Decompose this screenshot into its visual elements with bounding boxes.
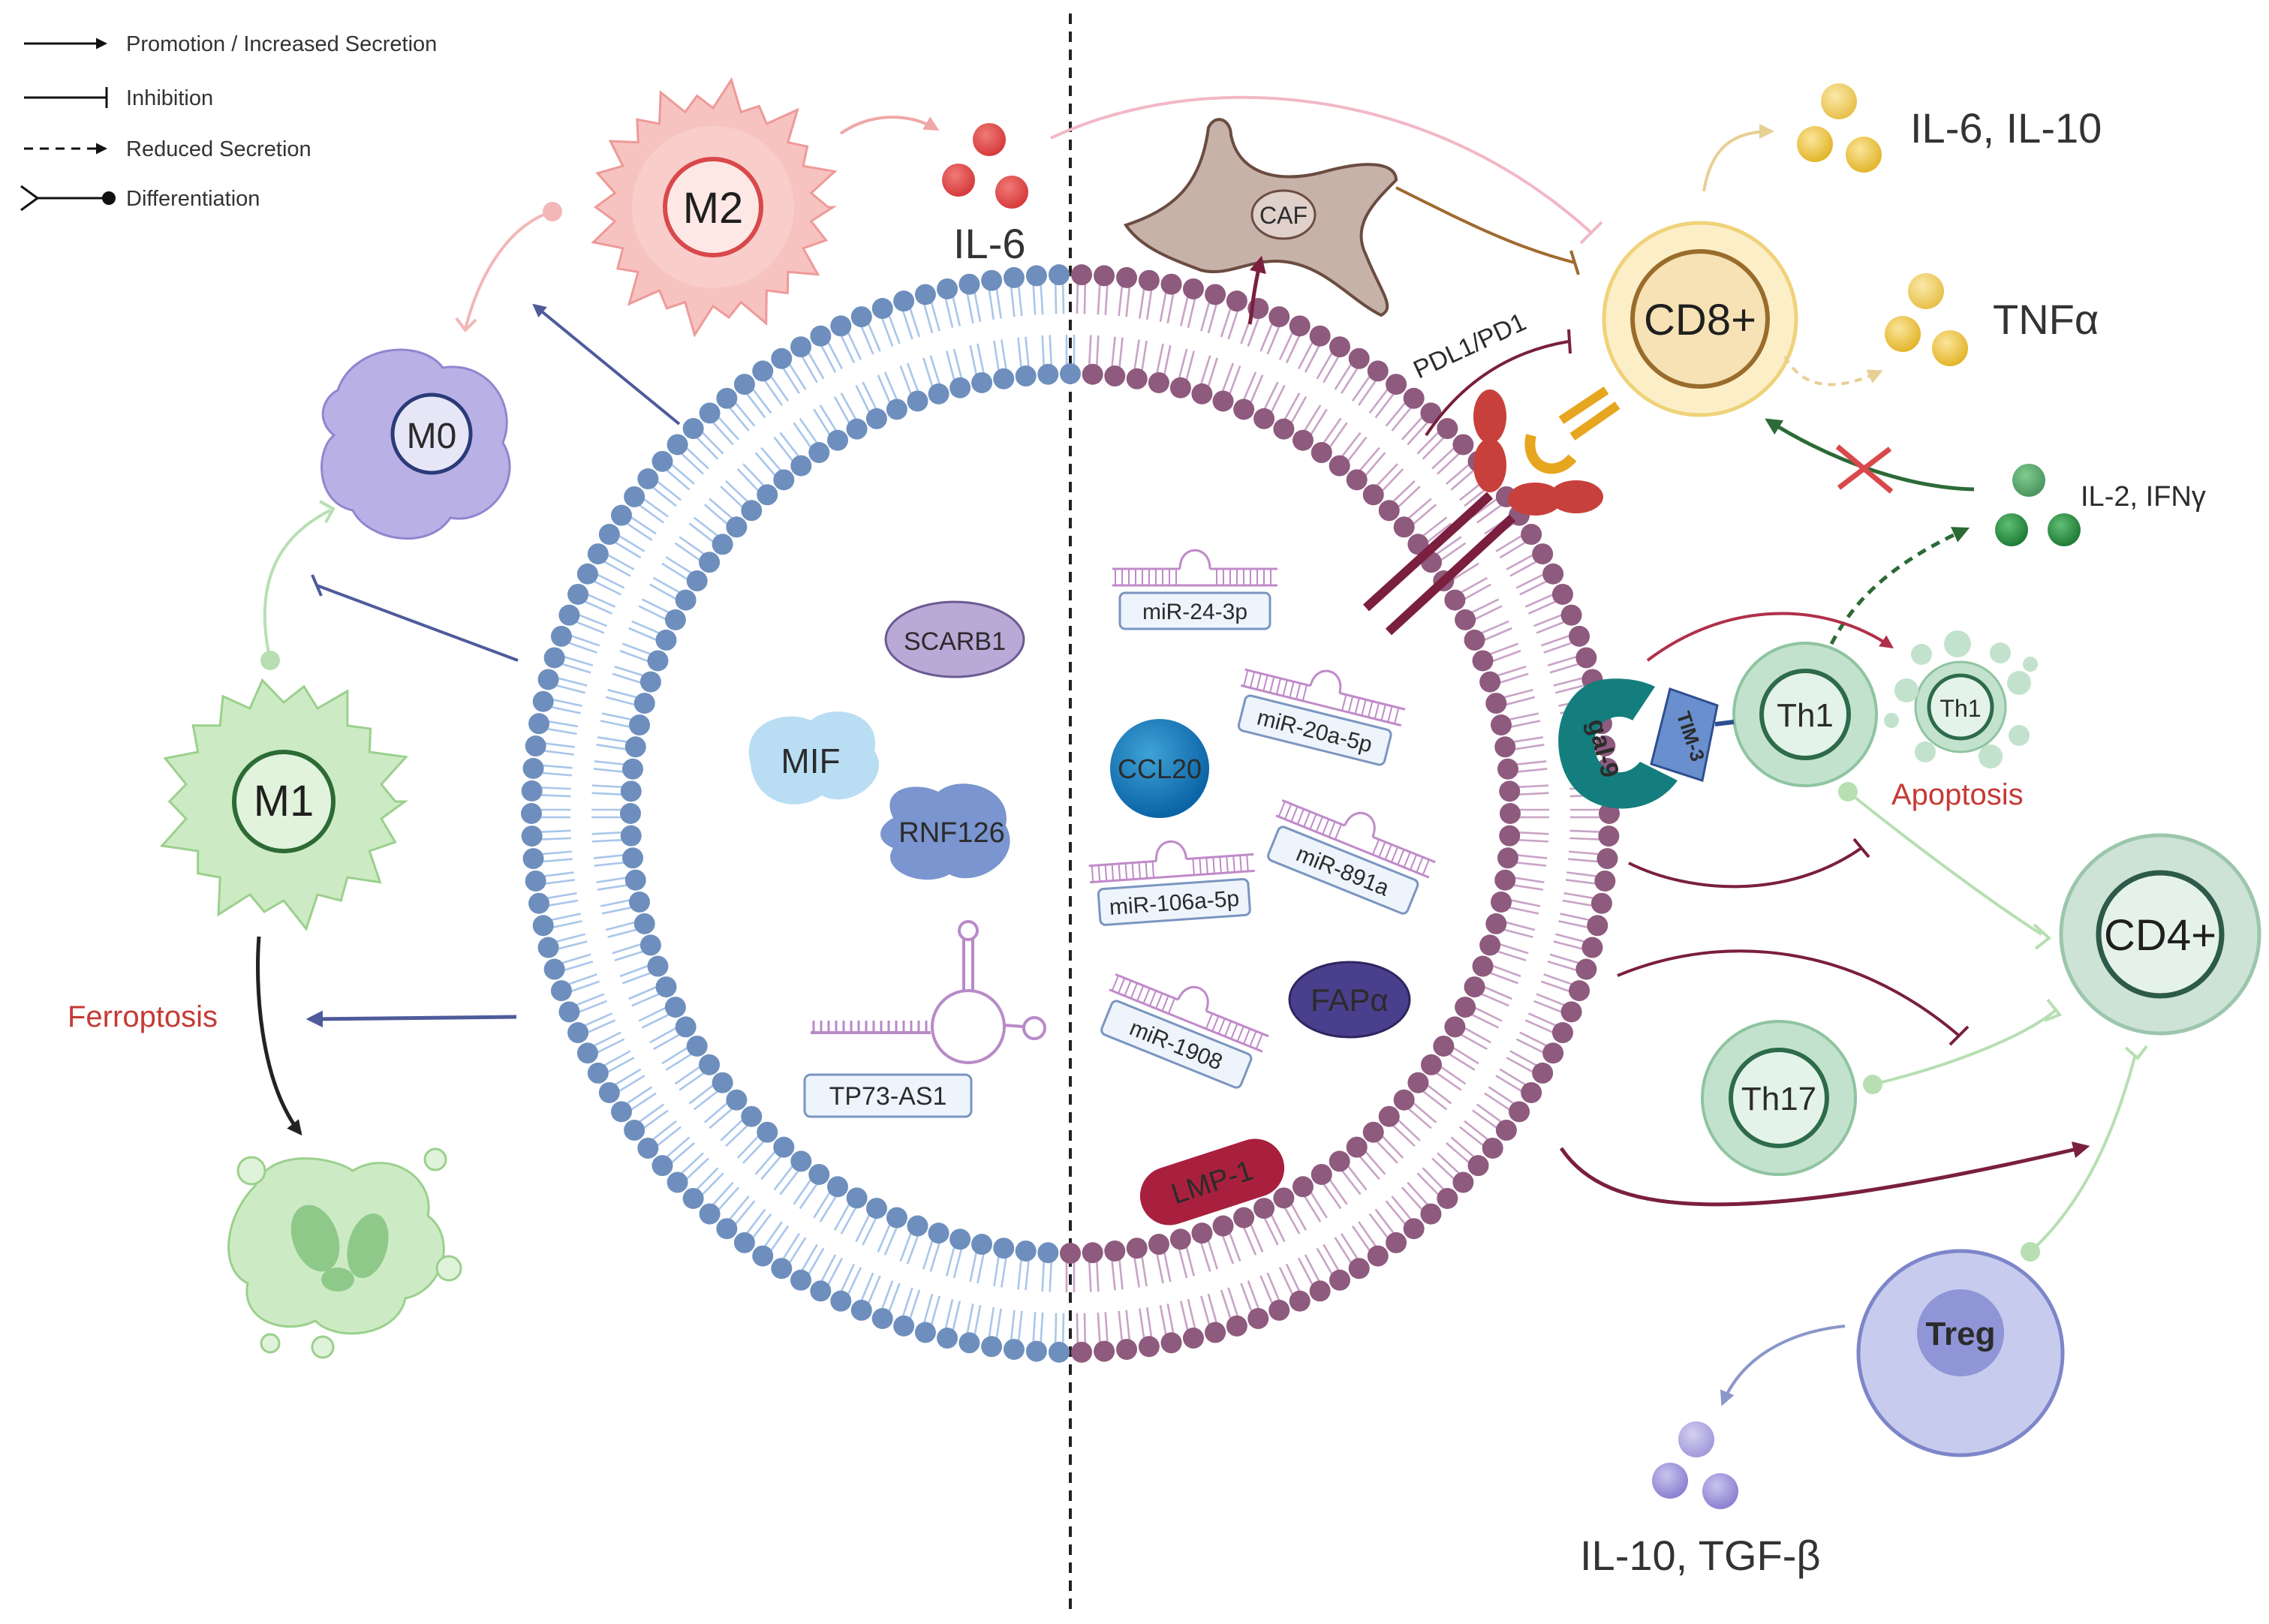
tnfa-dots [1885,273,1968,366]
ferroptotic-cell [227,1147,462,1359]
th1-label: Th1 [1777,697,1834,734]
m1-macrophage: M1 [159,678,409,931]
cargo-mir-891a: miR-891a [1267,799,1436,915]
apoptotic-th1-label: Th1 [1939,695,1981,722]
ccl20-label: CCL20 [1118,753,1202,784]
tp73-label: TP73-AS1 [829,1082,947,1111]
legend: Promotion / Increased Secretion Inhibiti… [20,32,437,212]
th17-label: Th17 [1741,1081,1816,1117]
inhibit-pdl1-to-cd8 [1425,340,1569,437]
inhibit-il6-to-cd8 [1050,95,1593,234]
arrow-gal9-to-apoptosis [1646,612,1894,662]
cd8-label: CD8+ [1644,296,1756,344]
apoptosis-label: Apoptosis [1891,778,2024,811]
cargo-mif: MIF [748,711,879,804]
th17-cell: Th17 [1701,1020,1857,1176]
fapa-label: FAPα [1311,982,1389,1018]
apoptotic-th1-cell: Th1 [1884,630,2038,768]
arrow-m2-to-il6 [839,116,940,135]
arrow-exosome-to-ferroptosis [305,1010,517,1028]
il6-left-label: IL-6 [953,220,1026,267]
cargo-lmp1: LMP-1 [1139,1138,1285,1226]
caf-label: CAF [1259,202,1308,229]
cargo-fapa: FAPα [1288,961,1411,1039]
arrow-cd8-to-il6-il10 [1702,124,1774,192]
cd4-label: CD4+ [2104,911,2216,960]
arrow-m1-to-ferroptosis [256,936,302,1136]
m0-macrophage: M0 [320,348,511,540]
il6-dots [942,123,1028,209]
pd1-receptor [1524,386,1620,474]
arrow-treg-to-il10-tgfb [1720,1325,1846,1406]
caf-cell: CAF [1123,118,1398,317]
il10-tgfb-label: IL-10, TGF-β [1580,1532,1821,1579]
il10-tgfb-dots [1652,1421,1738,1509]
mir24-label: miR-24-3p [1142,600,1247,624]
arrow-exosome-to-treg [1559,1141,2090,1207]
membrane-heads-left [521,264,1081,1363]
il2-ifng-label: IL-2, IFNγ [2081,481,2206,513]
m2-label: M2 [683,184,744,233]
arrow-il2-ifng-to-cd8 [1765,418,1975,492]
mif-label: MIF [781,741,840,780]
cargo-tp73-as1: TP73-AS1 [803,920,1046,1118]
pdl1-pd1-label: PDL1/PD1 [1409,308,1530,384]
ferroptosis-label: Ferroptosis [68,1000,218,1033]
cargo-mir-1908: miR-1908 [1100,973,1269,1089]
rnf126-label: RNF126 [898,817,1005,849]
cargo-mir-106a-5p: miR-106a-5p [1088,840,1255,926]
treg-label: Treg [1926,1316,1996,1352]
il6-il10-label: IL-6, IL-10 [1910,104,2102,152]
il2-ifng-dots [1995,464,2081,546]
cargo-scarb1: SCARB1 [884,600,1025,678]
m0-label: M0 [407,417,457,456]
legend-inhibition: Inhibition [126,86,213,110]
inhibit-caf-to-cd8 [1395,186,1575,264]
reduced-cd8-to-tnfa [1783,356,1883,386]
inhibit-m0-to-m1 [316,584,519,662]
reduced-th1-to-il2-ifng [1829,527,1970,645]
inhibit-exosome-to-th1 [1628,847,1863,889]
legend-reduced: Reduced Secretion [126,137,311,161]
membrane-heads-right [1060,264,1620,1363]
cargo-ccl20: CCL20 [1110,719,1209,818]
legend-differentiation: Differentiation [126,187,260,211]
legend-promotion: Promotion / Increased Secretion [126,32,437,56]
tnfa-label: TNFα [1993,296,2099,343]
th1-cell: Th1 [1732,642,1878,787]
m2-macrophage: M2 [591,77,838,338]
cargo-mir-24-3p: miR-24-3p [1112,549,1277,630]
pdl1-receptor [1362,389,1603,636]
m1-label: M1 [254,777,314,826]
il6-il10-dots [1797,83,1882,173]
cargo-mir-20a-5p: miR-20a-5p [1237,668,1406,766]
arrow-exosome-to-caf [1247,255,1266,325]
arrow-exosome-to-m2 [532,303,681,426]
blocked-cross-icon [1835,444,1894,494]
cd4-t-cell: CD4+ [2059,833,2261,1036]
inhibit-exosome-to-th17 [1617,949,1961,1037]
treg-cell: Treg [1856,1249,2065,1457]
cd8-t-cell: CD8+ [1602,221,1798,417]
exosome-vesicle [521,264,1620,1363]
scarb1-label: SCARB1 [904,627,1006,656]
cargo-rnf126: RNF126 [880,783,1010,880]
gal9-tim3-complex: gal-9 TIM-3 [1558,678,1735,809]
